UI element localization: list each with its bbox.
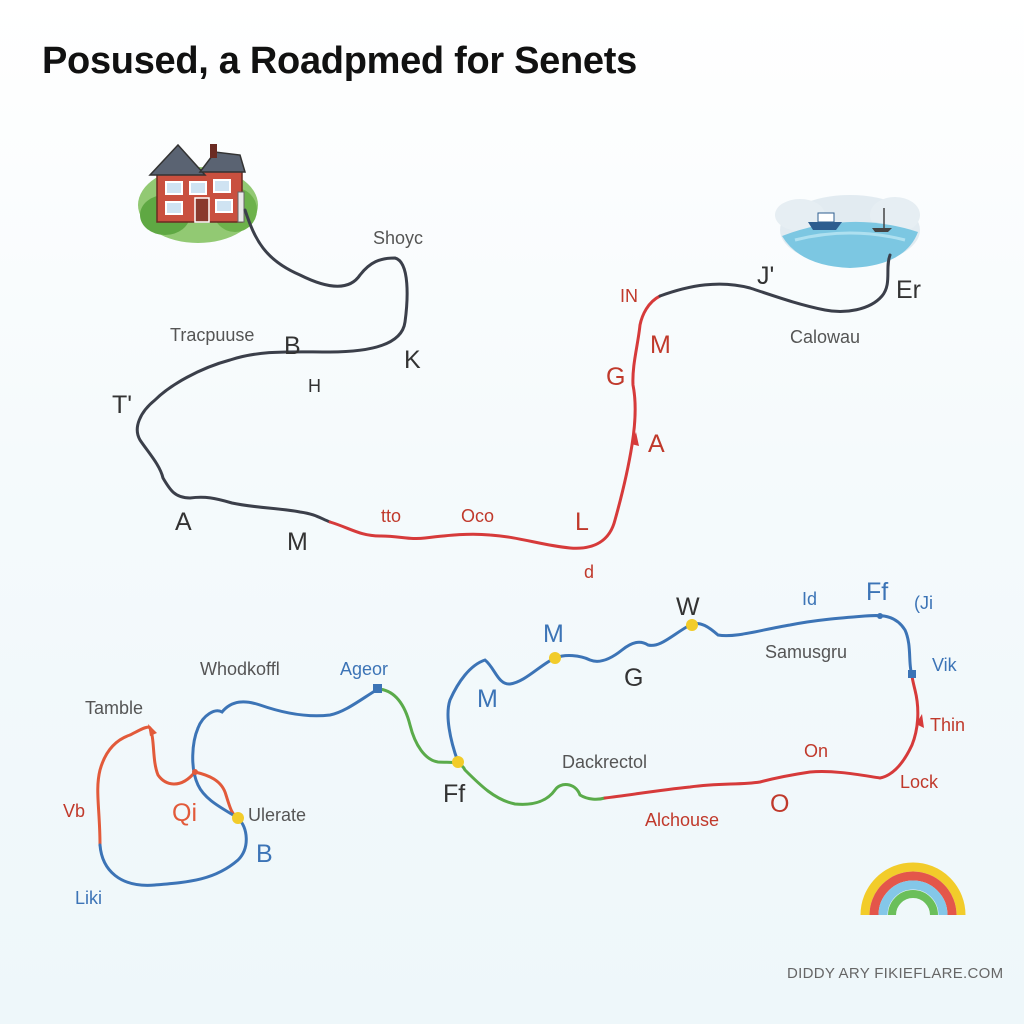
- place-label: Id: [802, 589, 817, 609]
- place-label: Lock: [900, 772, 939, 792]
- route-marker: [908, 670, 916, 678]
- route-dark-upper-right: [658, 253, 892, 313]
- place-label: Oco: [461, 506, 494, 526]
- place-label: A: [175, 508, 192, 536]
- place-label: Liki: [75, 888, 102, 908]
- place-label: G: [624, 664, 643, 692]
- footer-credit: DIDDY ARY FIKIEFLARE.COM: [787, 965, 1004, 982]
- stop-marker: [232, 812, 244, 824]
- stop-marker: [877, 613, 883, 619]
- place-label: M: [543, 620, 564, 648]
- place-label: d: [584, 562, 594, 582]
- place-label: Thin: [930, 715, 965, 735]
- route-dark-upper: [135, 208, 409, 524]
- route-marker: [148, 724, 157, 736]
- place-label: Calowau: [790, 327, 860, 347]
- place-label: H: [308, 376, 321, 396]
- red-route-arrow: [631, 432, 639, 446]
- place-label: Dackrectol: [562, 752, 647, 772]
- lake-boat-icon: [775, 195, 920, 268]
- route-blue-left: [98, 687, 380, 887]
- place-label: W: [676, 593, 700, 621]
- place-label: B: [284, 332, 301, 360]
- route-marker: [192, 769, 198, 775]
- rainbow-icon: [860, 862, 966, 916]
- stop-marker: [549, 652, 561, 664]
- place-label: Ageor: [340, 659, 388, 679]
- place-label: Qi: [172, 799, 197, 827]
- place-label: J': [757, 262, 774, 290]
- place-label: Ulerate: [248, 805, 306, 825]
- place-label: tto: [381, 506, 401, 526]
- place-label: Ff: [866, 578, 888, 606]
- place-label: Whodkoffl: [200, 659, 280, 679]
- route-red-upper: [328, 294, 662, 550]
- place-label: IN: [620, 286, 638, 306]
- place-label: M: [650, 331, 671, 359]
- place-label: Vb: [63, 801, 85, 821]
- place-label: Er: [896, 276, 921, 304]
- place-label: M: [477, 685, 498, 713]
- place-label: G: [606, 363, 625, 391]
- place-label: Tamble: [85, 698, 143, 718]
- route-orange-left: [96, 725, 240, 847]
- route-red-right: [603, 673, 920, 800]
- place-label: L: [575, 508, 589, 536]
- place-label: Alchouse: [645, 810, 719, 830]
- route-marker: [916, 714, 924, 728]
- place-label: Tracpuuse: [170, 325, 254, 345]
- place-label: Vik: [932, 655, 958, 675]
- place-label: Shoyc: [373, 228, 423, 248]
- place-label: M: [287, 528, 308, 556]
- place-label: (Ji: [914, 593, 933, 613]
- place-label: Samusgru: [765, 642, 847, 662]
- place-label: B: [256, 840, 273, 868]
- route-blue-right: [446, 614, 914, 764]
- page-title: Posused, a Roadpmed for Senets: [42, 40, 637, 82]
- place-label: K: [404, 346, 421, 374]
- place-label: On: [804, 741, 828, 761]
- place-label: O: [770, 790, 789, 818]
- place-label: A: [648, 430, 665, 458]
- stop-marker: [686, 619, 698, 631]
- place-label: T': [112, 391, 132, 419]
- route-marker: [373, 684, 382, 693]
- place-label: Ff: [443, 780, 465, 808]
- route-green-middle: [376, 687, 607, 806]
- stop-marker: [452, 756, 464, 768]
- house-icon: [138, 143, 258, 243]
